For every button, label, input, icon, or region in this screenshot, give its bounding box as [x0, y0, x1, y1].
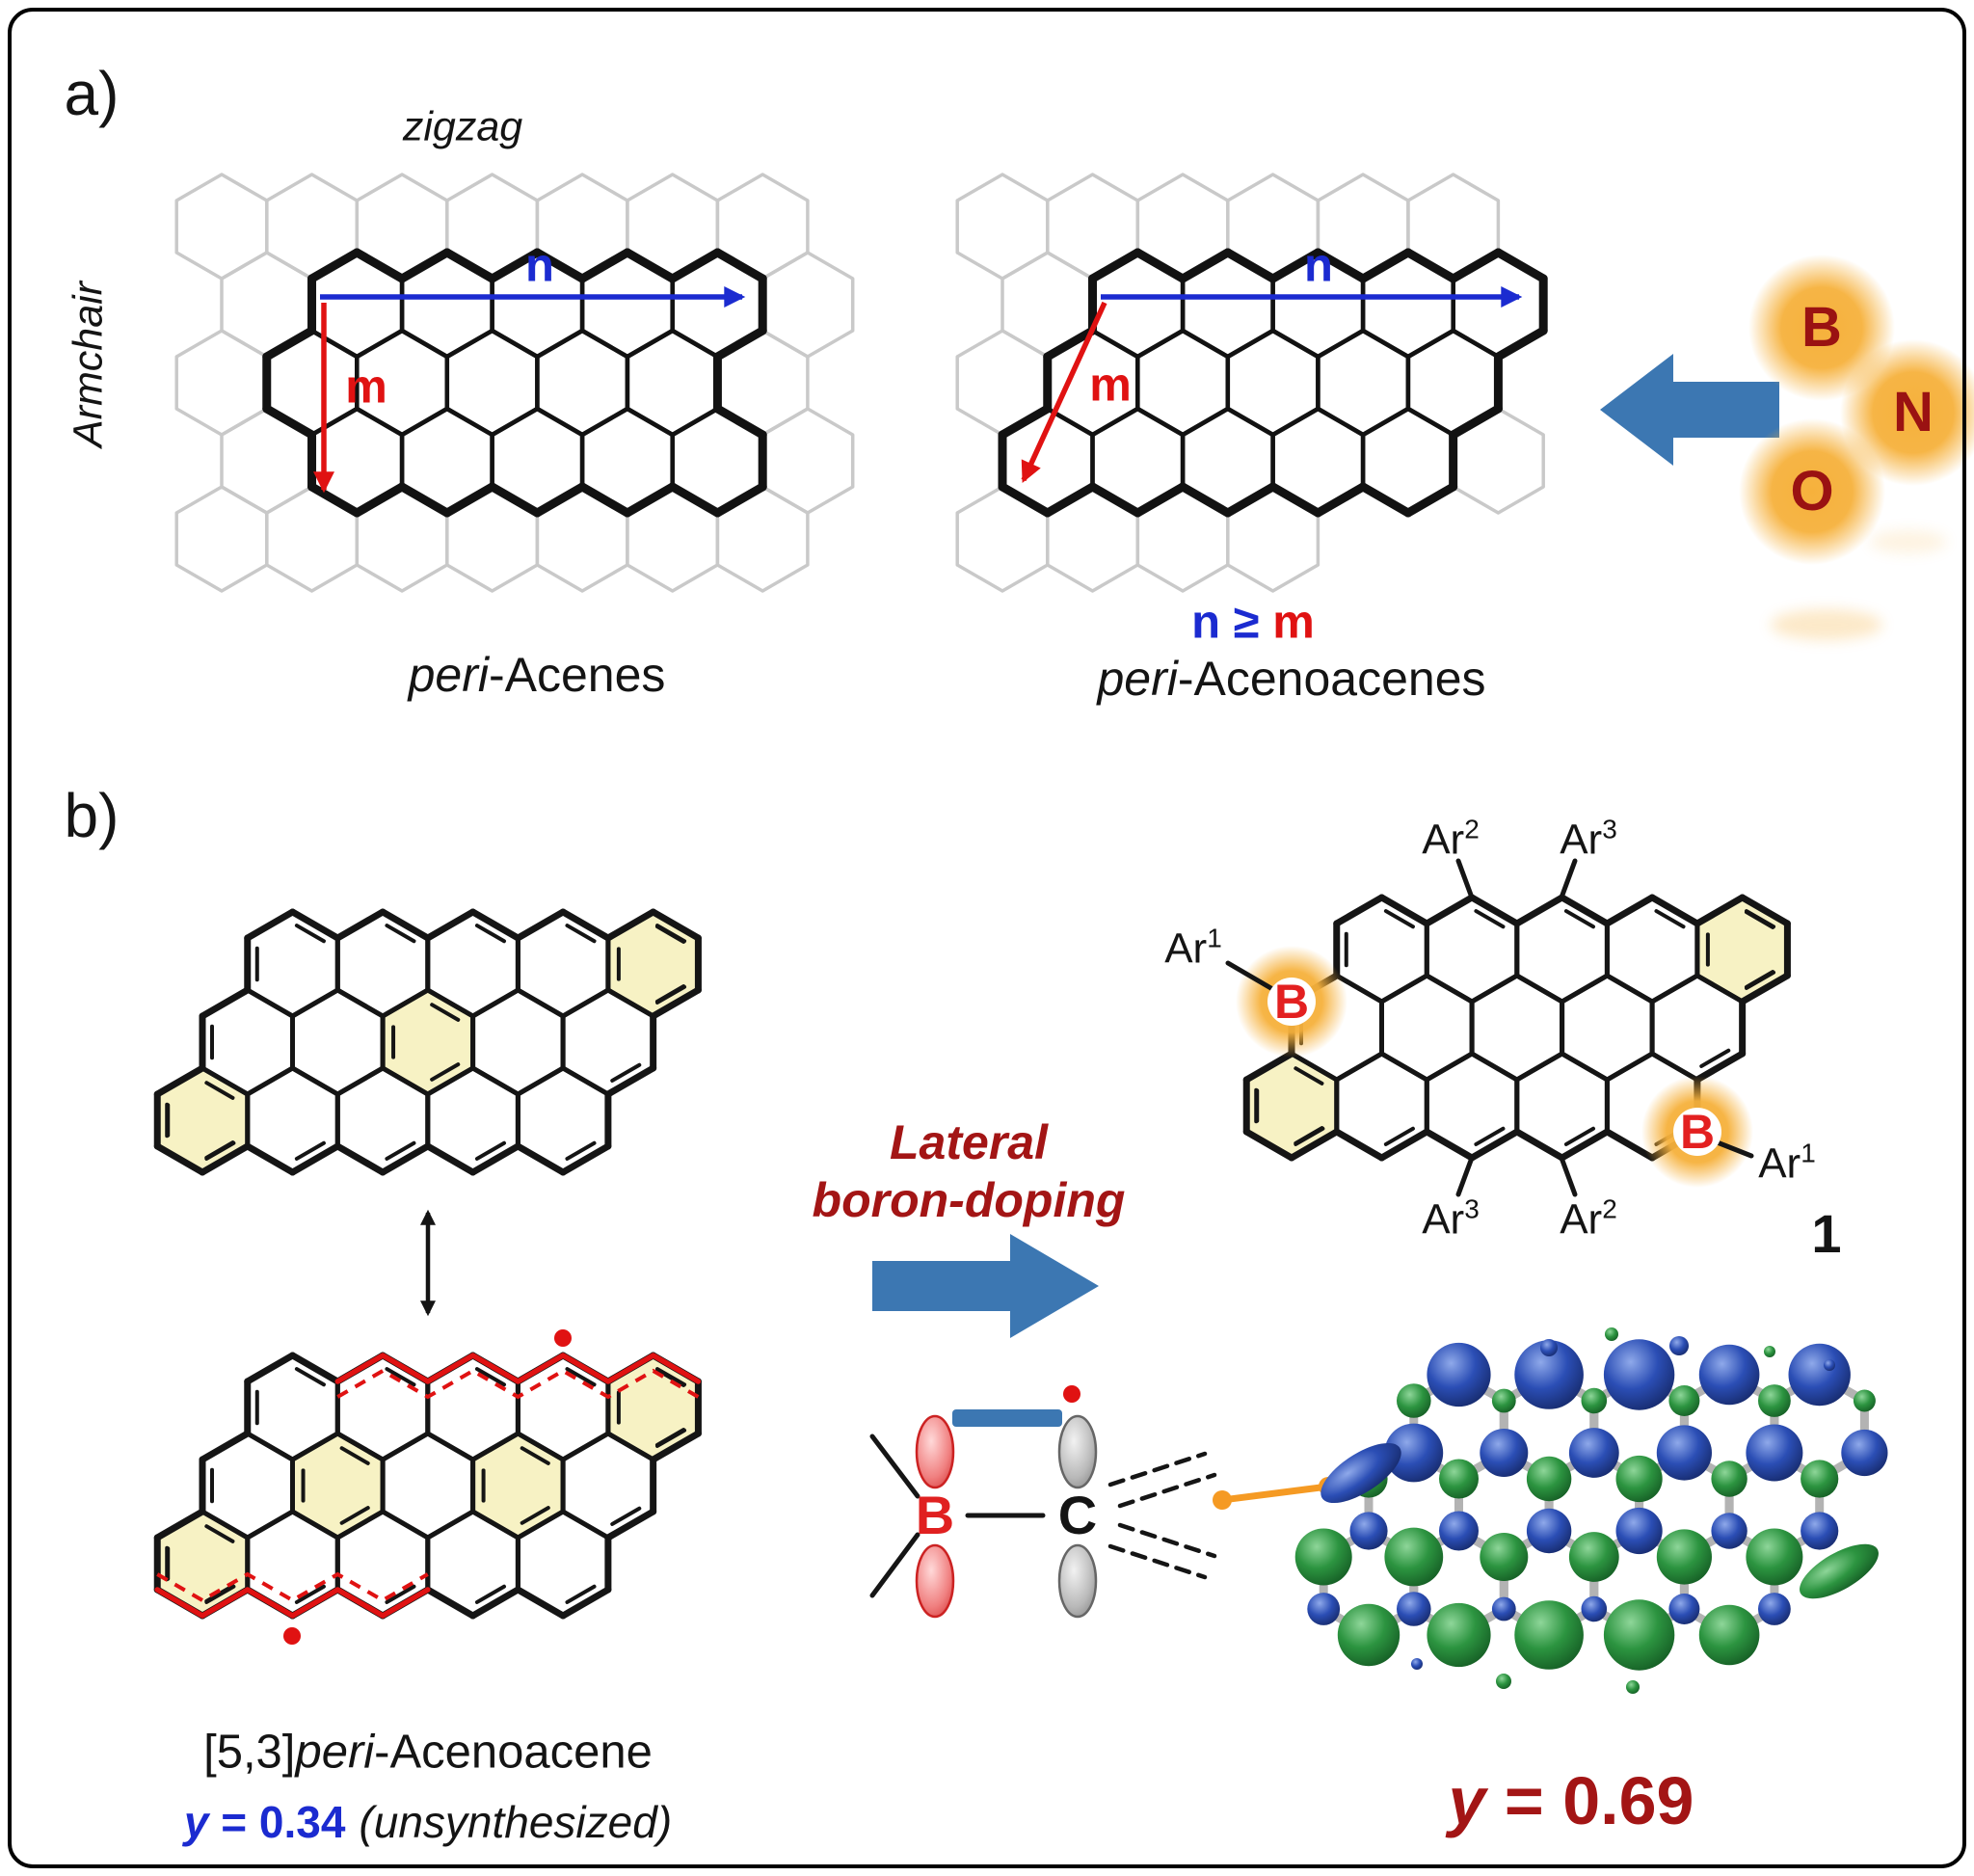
lateral-boron-doping-line2: boron-doping — [812, 1173, 1126, 1227]
peri-acenes-caption: peri-Acenes — [409, 651, 666, 699]
peri-italic: peri — [408, 648, 489, 702]
orbital-boron-label: B — [915, 1485, 955, 1545]
name-rest: -Acenoacene — [374, 1726, 653, 1779]
nm-vector-arrows — [313, 286, 1523, 494]
ar2-label-bottom: Ar2 — [1560, 1193, 1617, 1244]
n-geq-m-label: n ≥ m — [1191, 596, 1315, 649]
boron-doped-structure — [1225, 858, 1791, 1197]
peri-acenoacene-lattice — [955, 173, 1548, 593]
unsynthesized-note: (unsynthesized) — [359, 1797, 673, 1847]
panel-b-label: b) — [64, 781, 120, 850]
boron-carbon-orbital-diagram — [869, 1385, 1338, 1619]
name-prefix: [5,3] — [203, 1726, 296, 1779]
y-value-left-line: y = 0.34 (unsynthesized) — [184, 1800, 672, 1844]
ar3-label-top: Ar3 — [1560, 814, 1617, 864]
y-left-value: y = 0.34 — [183, 1797, 346, 1847]
boron-site-left: B — [1273, 975, 1310, 1029]
peri-acenoacenes-caption: peri-Acenoacenes — [1097, 655, 1485, 703]
n-label-left: n — [525, 239, 554, 292]
ar3-label-bottom: Ar3 — [1422, 1193, 1480, 1244]
acenoacene-name: [5,3]peri-Acenoacene — [203, 1729, 653, 1777]
armchair-edge-label: Armchair — [65, 281, 112, 448]
peri-italic: peri — [1097, 652, 1178, 706]
ar1-label-left: Ar1 — [1164, 923, 1222, 973]
panel-a-label: a) — [64, 59, 120, 128]
spin-density-plot — [1294, 1327, 1888, 1694]
peri-acene-lattice — [174, 173, 855, 593]
n-label-right: n — [1304, 239, 1333, 292]
orbital-carbon-label: C — [1057, 1485, 1098, 1545]
acenoacene-kekule-structure — [153, 908, 702, 1317]
ar2-label-top: Ar2 — [1422, 814, 1480, 864]
zigzag-edge-label: zigzag — [402, 103, 523, 150]
lateral-boron-doping-line1: Lateral — [890, 1115, 1048, 1169]
nitrogen-atom-label: N — [1893, 381, 1934, 443]
boron-site-right: B — [1679, 1105, 1716, 1159]
m-label-left: m — [345, 361, 387, 414]
ar1-label-right: Ar1 — [1758, 1138, 1816, 1188]
oxygen-atom-label: O — [1790, 460, 1834, 523]
acenoacene-biradical-structure — [153, 1329, 702, 1645]
compound-number: 1 — [1811, 1203, 1842, 1264]
m-label-right: m — [1089, 359, 1132, 412]
ineq-m: m — [1272, 596, 1315, 649]
acenes-text: -Acenes — [488, 648, 666, 702]
ineq-geq: ≥ — [1220, 596, 1273, 649]
acenoacenes-text: -Acenoacenes — [1177, 652, 1486, 706]
boron-atom-label: B — [1801, 296, 1842, 359]
bno-dopant-glow-circles — [1739, 255, 1974, 640]
block-arrows — [872, 354, 1779, 1338]
ineq-n: n — [1191, 596, 1221, 649]
y-value-right: y = 0.69 — [1448, 1763, 1694, 1838]
name-peri-italic: peri — [295, 1726, 375, 1779]
